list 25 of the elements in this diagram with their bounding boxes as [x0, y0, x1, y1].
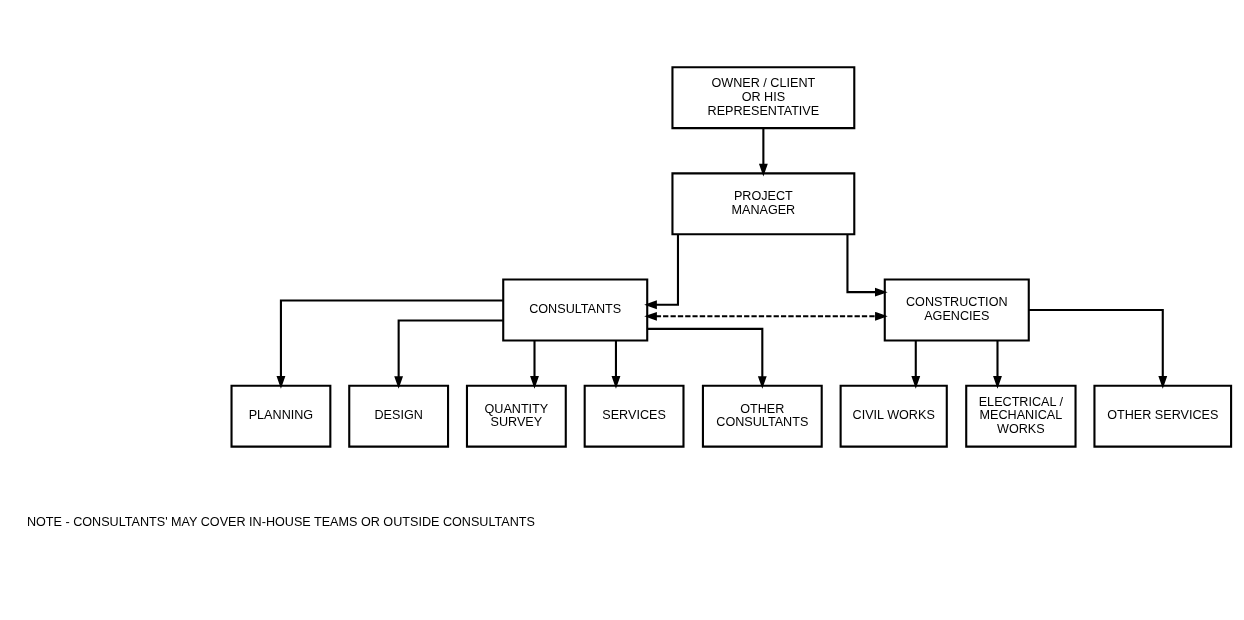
node-box: CONSTRUCTION AGENCIES — [883, 278, 1030, 342]
node-box: CIVIL WORKS — [839, 384, 948, 448]
arrow — [758, 128, 768, 177]
node-box: DESIGN — [348, 384, 450, 448]
arrow — [647, 327, 767, 389]
label: NOTE - CONSULTANTS' MAY COVER IN-HOUSE TEAMS OR OUTSIDE CONSULTANTS — [26, 514, 535, 529]
arrow — [611, 340, 621, 389]
node-box: ELECTRICAL / MECHANICAL WORKS — [965, 384, 1077, 448]
node-box: QUANTITY SURVEY — [465, 384, 567, 448]
node-box: CONSULTANTS — [502, 278, 649, 342]
node-box: PROJECT MANAGER — [671, 172, 856, 236]
arrow — [276, 299, 503, 389]
node-box: OTHER CONSULTANTS — [701, 384, 823, 448]
node-box: SERVICES — [583, 384, 685, 448]
arrow — [644, 311, 888, 321]
arrow — [1028, 308, 1168, 389]
arrow — [530, 340, 539, 389]
node-box: OWNER / CLIENT OR HIS REPRESENTATIVE — [671, 66, 856, 130]
arrow — [993, 340, 1002, 389]
arrow — [394, 319, 503, 389]
node-box: PLANNING — [230, 384, 332, 448]
arrow — [911, 340, 921, 389]
arrow — [644, 234, 679, 310]
arrow — [846, 234, 888, 297]
node-box: OTHER SERVICES — [1093, 384, 1233, 448]
